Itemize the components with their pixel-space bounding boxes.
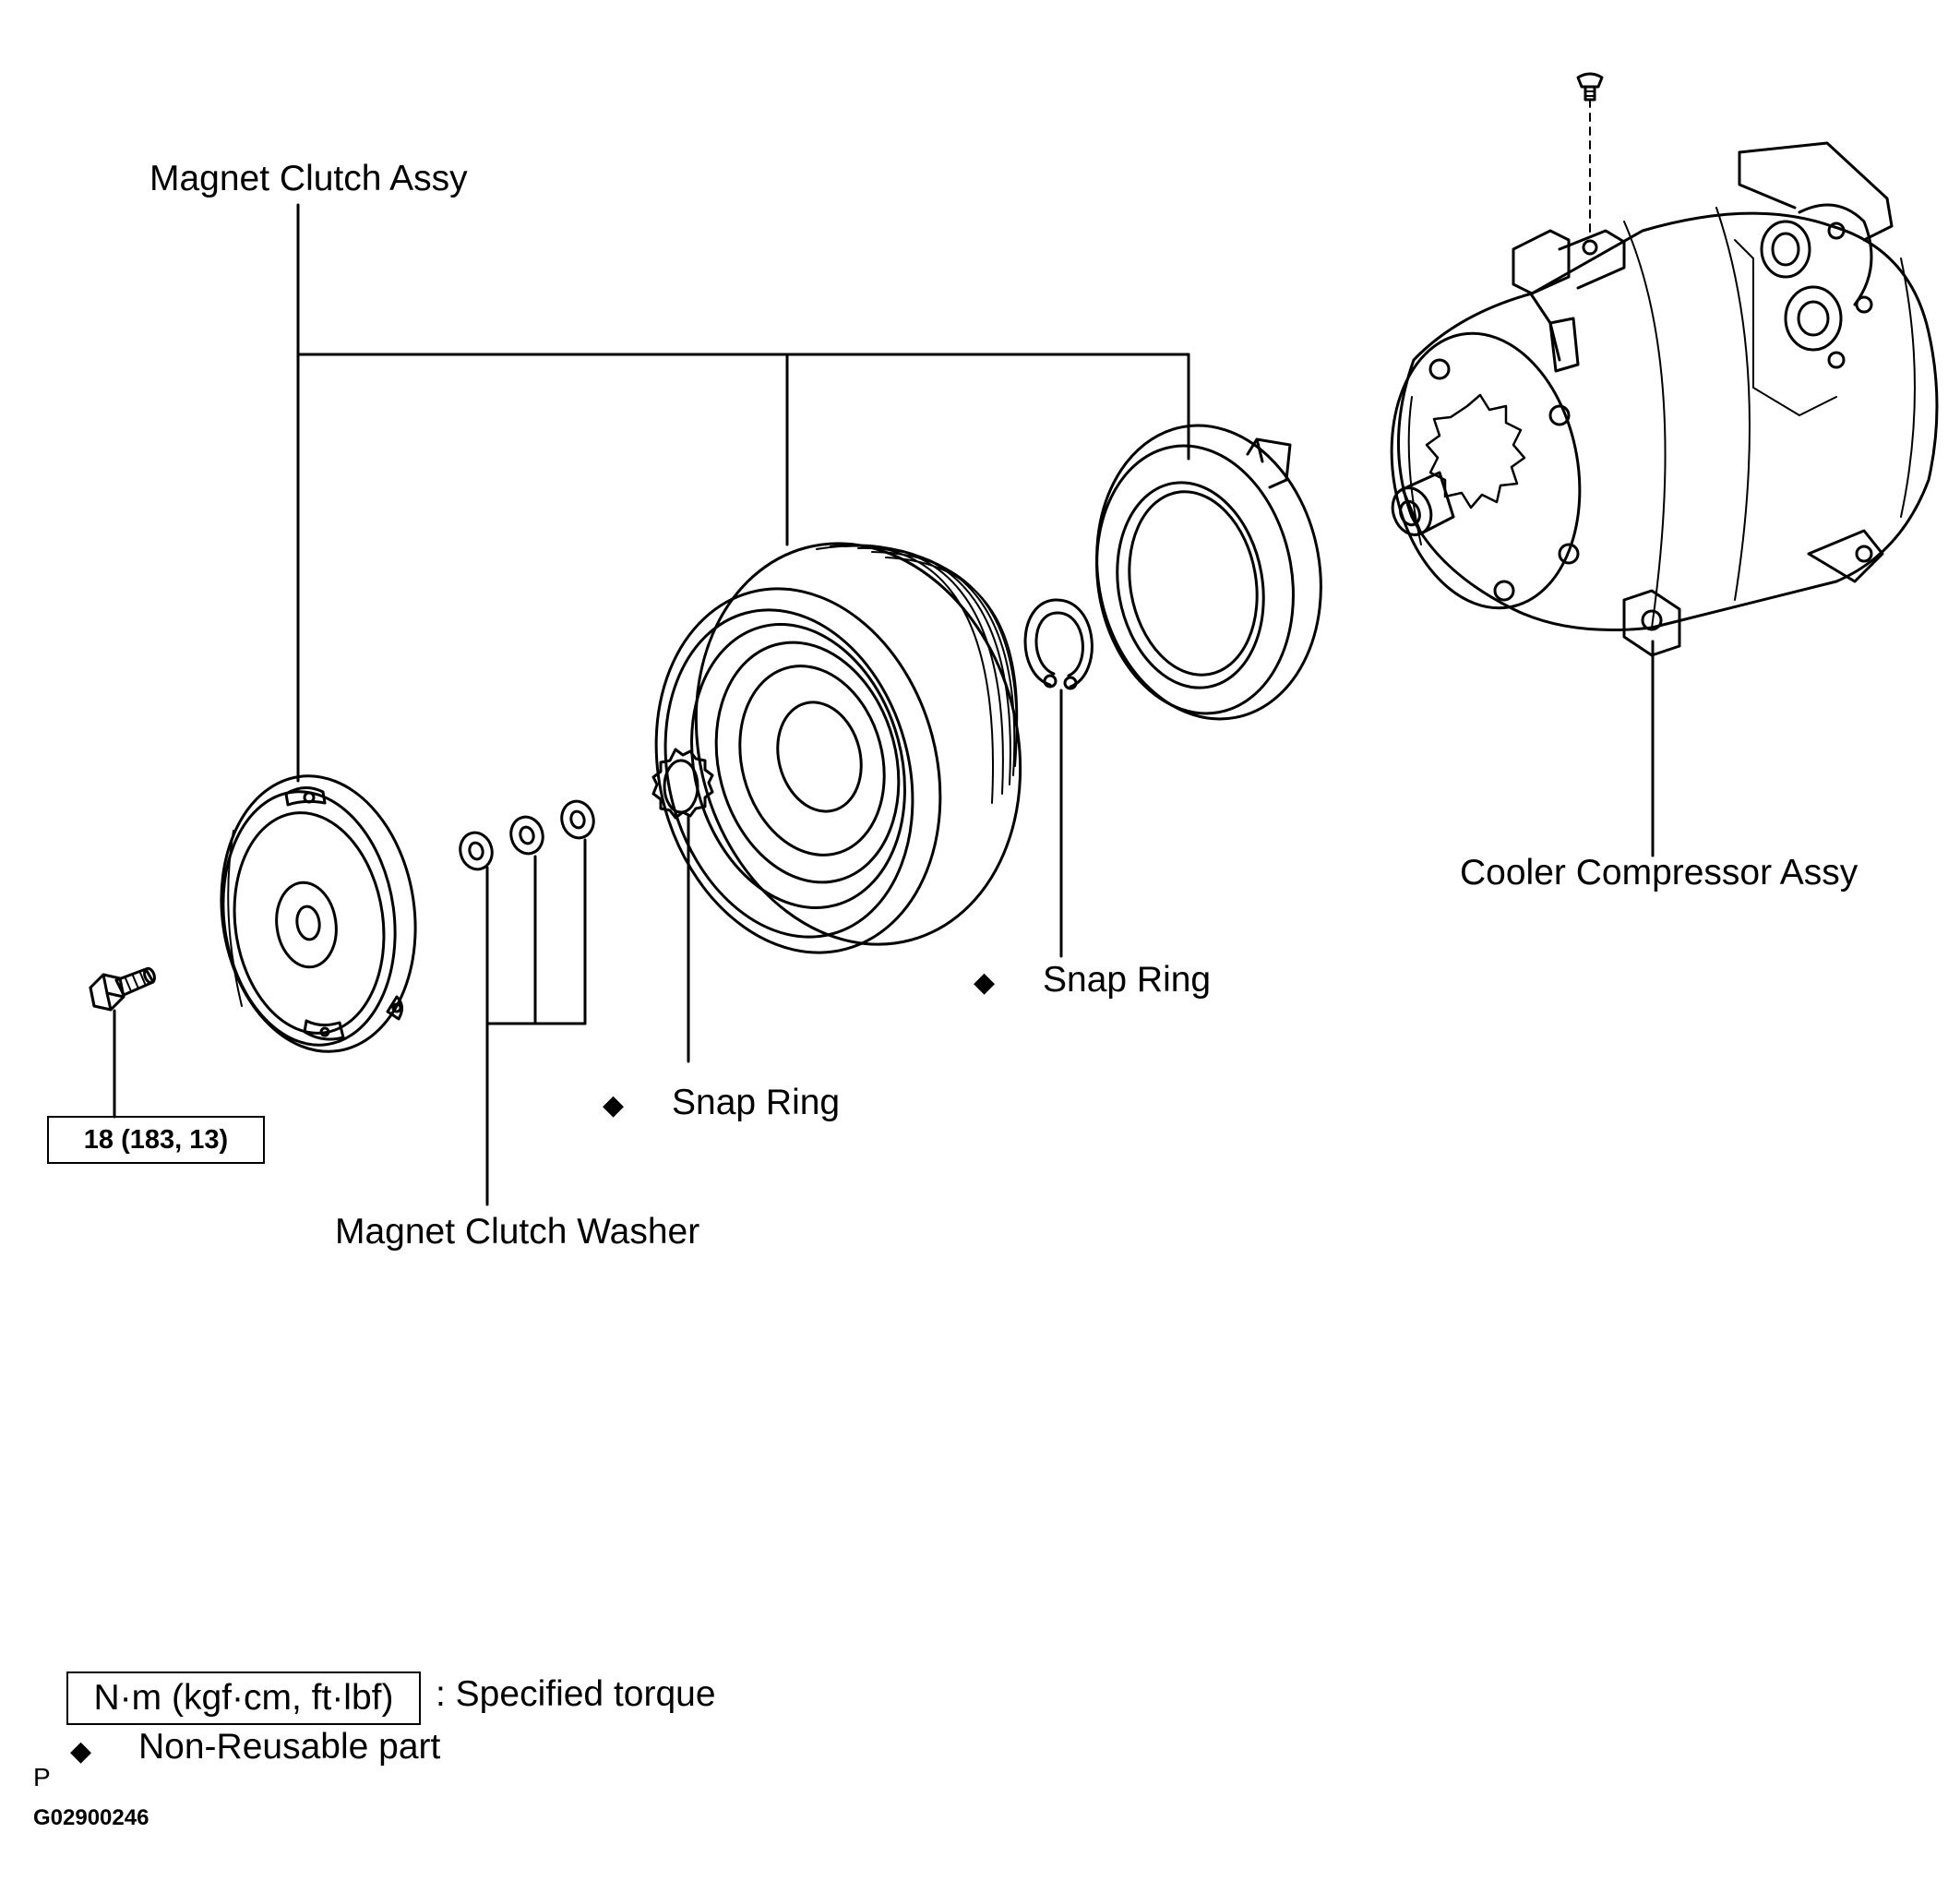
label-cooler-compressor-assy: Cooler Compressor Assy [1460,853,1858,893]
compressor-icon [1390,141,1939,657]
washer-icon [459,799,595,871]
stator-coil-icon [1095,424,1322,721]
footer-code-letter: P [33,1763,51,1791]
bolt-icon [89,966,156,1012]
non-reusable-diamond-icon: ◆ [603,1090,625,1120]
non-reusable-diamond-icon: ◆ [70,1736,92,1767]
legend-torque-unit-box: N·m (kgf·cm, ft·lbf) [66,1671,421,1725]
label-snap-ring-outer: Snap Ring [1043,960,1212,1000]
non-reusable-diamond-icon: ◆ [974,967,996,998]
footer-figure-id: G02900246 [33,1805,149,1830]
label-magnet-clutch-assy: Magnet Clutch Assy [149,159,468,198]
pulley-icon [654,542,1022,954]
legend-torque-desc: : Specified torque [436,1674,716,1714]
screw-icon [1576,72,1604,102]
clutch-plate-icon [220,774,417,1053]
leader-lines [113,99,1655,1206]
label-magnet-clutch-washer: Magnet Clutch Washer [335,1212,700,1252]
torque-spec-box: 18 (183, 13) [47,1116,265,1164]
legend-non-reusable-desc: Non-Reusable part [138,1727,441,1767]
snap-ring-icon [1023,598,1094,690]
label-snap-ring-inner: Snap Ring [672,1083,841,1122]
